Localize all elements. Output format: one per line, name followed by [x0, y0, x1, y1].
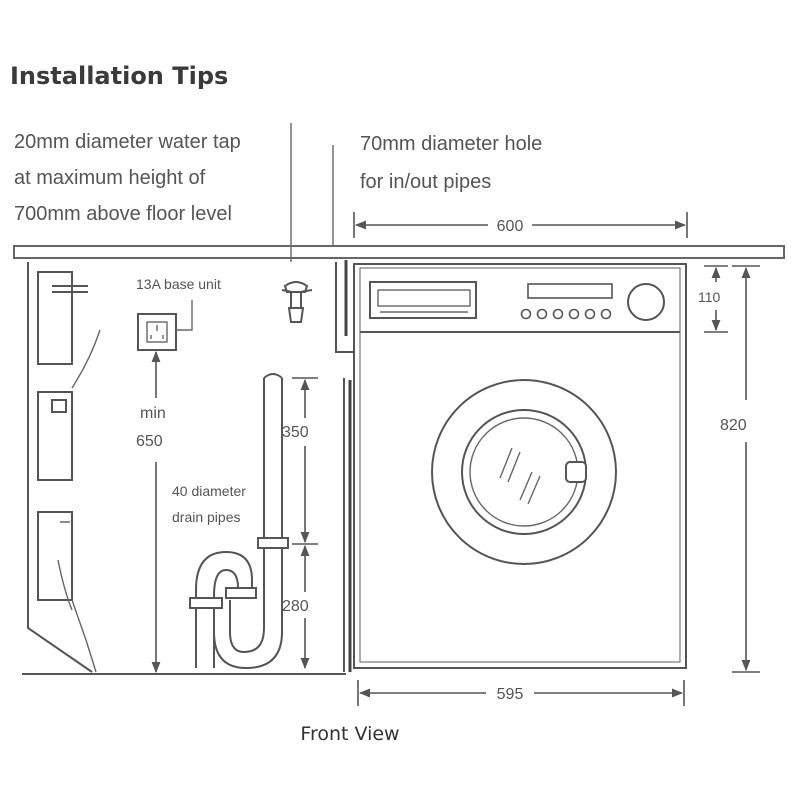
- hole-note: 70mm diameter hole for in/out pipes: [360, 133, 542, 193]
- height-820-label: 820: [720, 417, 747, 434]
- washing-machine: [353, 263, 687, 669]
- width-600-dimension: 600: [353, 212, 688, 238]
- min-650-prefix: min: [140, 405, 166, 422]
- socket-label: 13A base unit: [136, 276, 221, 292]
- drain-pipes: 40 diameter drain pipes: [172, 373, 289, 670]
- standpipe-dimensions: 350 280: [282, 377, 318, 670]
- front-view-caption: Front View: [300, 723, 399, 745]
- program-buttons: [520, 308, 612, 320]
- hole-note-line-2: for in/out pipes: [360, 171, 491, 193]
- opening-side-panel: [335, 260, 358, 672]
- min-650-dimension: min 650: [136, 350, 166, 674]
- min-650-value: 650: [136, 433, 163, 450]
- panel-110-dimension: 110: [698, 265, 728, 333]
- water-tap-icon: [281, 281, 313, 323]
- countertop: [13, 245, 785, 259]
- standpipe-350-label: 350: [282, 424, 309, 441]
- program-dial-icon: [627, 283, 665, 321]
- width-600-label: 600: [497, 218, 524, 235]
- left-cabinet: [27, 262, 101, 673]
- tap-note-line-1: 20mm diameter water tap: [14, 131, 241, 153]
- power-socket: 13A base unit: [136, 276, 221, 351]
- diagram-title: Installation Tips: [10, 62, 228, 90]
- drain-label-line-2: drain pipes: [172, 509, 241, 525]
- panel-110-label: 110: [698, 289, 721, 305]
- height-820-dimension: 820: [720, 265, 760, 673]
- hole-note-line-1: 70mm diameter hole: [360, 133, 542, 155]
- door-porthole: [431, 379, 617, 565]
- drain-label-line-1: 40 diameter: [172, 483, 246, 499]
- width-595-label: 595: [497, 686, 524, 703]
- door-handle: [565, 461, 587, 483]
- trap-280-label: 280: [282, 598, 309, 615]
- tap-note-line-2: at maximum height of: [14, 167, 206, 189]
- detergent-drawer: [369, 281, 477, 319]
- tap-note-line-3: 700mm above floor level: [14, 203, 232, 225]
- display-panel: [527, 283, 613, 299]
- tap-note: 20mm diameter water tap at maximum heigh…: [14, 131, 241, 225]
- width-595-dimension: 595: [357, 680, 685, 706]
